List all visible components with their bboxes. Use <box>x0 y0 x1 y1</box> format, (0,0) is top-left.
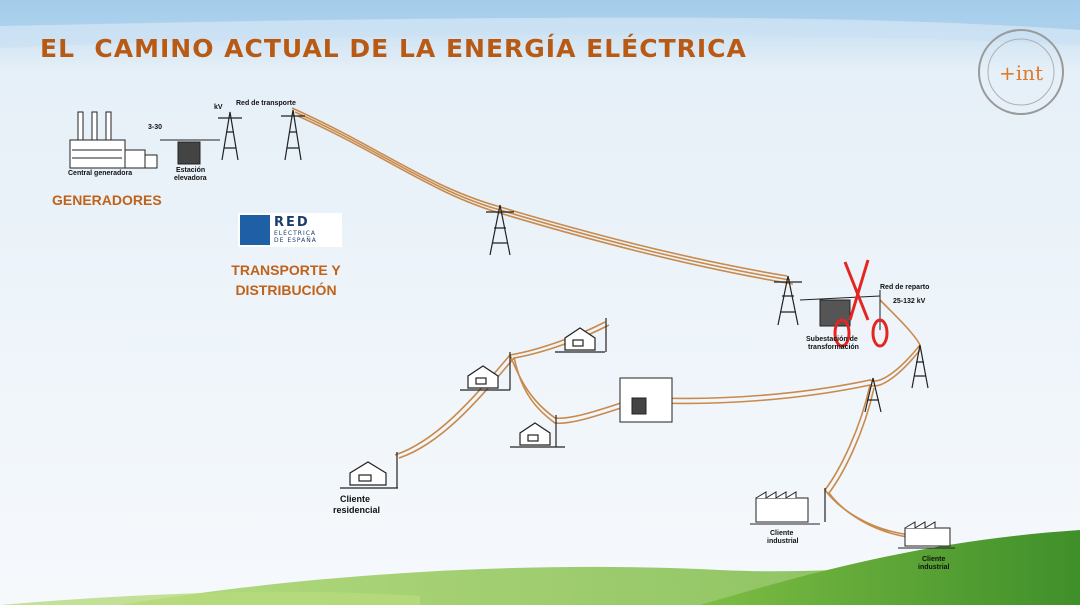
seal-text: +int <box>999 61 1043 85</box>
distribution-transformer-icon <box>619 377 673 423</box>
generadores-label: GENERADORES <box>52 192 162 208</box>
red-reparto-label: Red de reparto <box>880 284 930 291</box>
factory-icons <box>750 491 955 549</box>
estacion-label-2: elevadora <box>174 175 207 182</box>
kv-label: kV <box>214 104 223 111</box>
estacion-label-1: Estación <box>176 167 206 174</box>
red-transporte-label: Red de transporte <box>236 100 296 107</box>
brand-seal-logo: +int <box>978 29 1064 115</box>
cliente-industrial-1-label-1: Cliente <box>770 530 794 537</box>
red-electrica-logo: RED ELÉCTRICA DE ESPAÑA <box>238 213 342 247</box>
transmission-tower-icons <box>218 109 929 413</box>
reparto-kv-label: 25-132 kV <box>893 298 926 305</box>
red-electrica-line3: DE ESPAÑA <box>274 237 317 244</box>
scissors-icon <box>833 259 889 348</box>
utility-pole-icons <box>396 318 826 522</box>
central-generadora-label: Central generadora <box>68 170 133 177</box>
power-plant-icon <box>69 111 158 169</box>
substation-icon <box>799 290 881 330</box>
cliente-industrial-2-label-1: Cliente <box>922 556 946 563</box>
cliente-residencial-label-2: residencial <box>333 505 381 515</box>
red-electrica-name: RED <box>274 215 310 230</box>
cliente-industrial-1-label-2: industrial <box>767 538 799 545</box>
voltage-gen-label: 3-30 <box>148 124 163 131</box>
transporte-label-2: DISTRIBUCIÓN <box>235 282 337 298</box>
subestacion-label-2: transformación <box>808 344 859 351</box>
subestacion-label-1: Subestación de <box>806 336 858 343</box>
cliente-residencial-label-1: Cliente <box>340 494 371 504</box>
transporte-label-1: TRANSPORTE Y <box>231 262 341 278</box>
cliente-industrial-2-label-2: industrial <box>918 564 950 571</box>
red-electrica-mark-icon <box>240 215 270 245</box>
step-up-transformer-icon <box>160 139 220 165</box>
page-title: EL CAMINO ACTUAL DE LA ENERGÍA ELÉCTRICA <box>40 34 747 63</box>
red-electrica-line2: ELÉCTRICA <box>274 230 317 237</box>
house-icons <box>340 327 605 489</box>
